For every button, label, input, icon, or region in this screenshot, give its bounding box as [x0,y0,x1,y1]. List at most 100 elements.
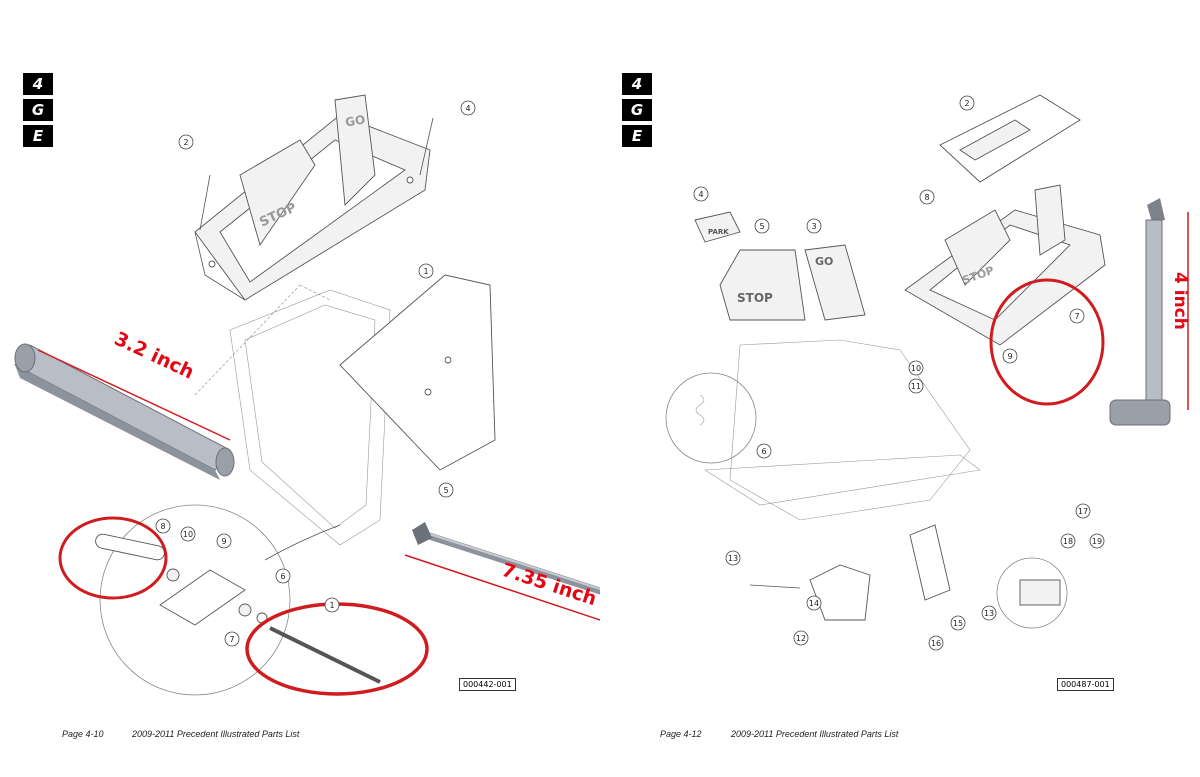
footer-title: 2009-2011 Precedent Illustrated Parts Li… [731,729,899,739]
figure-number: 000487-001 [1057,678,1114,691]
stop-pad: STOP [719,249,806,321]
svg-text:12: 12 [796,634,806,643]
callout-4: 4 [693,186,709,202]
right-exploded-diagram: STOP PARK STOP GO [665,94,1190,651]
svg-text:9: 9 [1007,352,1012,361]
svg-text:STOP: STOP [737,291,773,305]
svg-text:8: 8 [924,193,929,202]
spring-assembly [909,524,951,601]
footer-page-number: Page 4-12 [660,729,702,739]
pedal-frame [194,284,391,546]
svg-text:GO: GO [815,255,833,268]
svg-text:13: 13 [984,609,994,618]
callout-13-lower: 13 [981,605,997,621]
callout-9: 9 [1002,348,1018,364]
callout-6: 6 [756,443,772,459]
screw-4 [419,117,434,176]
pedal-housing [194,94,431,301]
callout-18: 18 [1060,533,1076,549]
callout-1: 1 [418,263,434,279]
callout-14: 14 [806,595,822,611]
section-tab-e: E [622,125,652,147]
latch-assembly [809,564,871,621]
footer-title: 2009-2011 Precedent Illustrated Parts Li… [132,729,300,739]
svg-text:2: 2 [183,138,188,147]
section-tab-e: E [23,125,53,147]
callout-13: 13 [725,550,741,566]
svg-text:1: 1 [329,601,334,610]
svg-text:10: 10 [911,364,921,373]
callout-7: 7 [224,631,240,647]
callout-8: 8 [155,518,171,534]
svg-text:6: 6 [761,447,766,456]
go-pad: GO [804,244,866,321]
callout-10: 10 [180,526,196,542]
measure-label-bolt: 4 inch [1170,272,1190,330]
cover-plate [339,274,496,471]
callout-5: 5 [754,218,770,234]
screw-2 [199,174,211,231]
svg-text:4: 4 [698,190,703,199]
callout-2: 2 [959,95,975,111]
section-tab-4: 4 [23,73,53,95]
callout-1-lower: 1 [324,597,340,613]
section-tab-g: G [23,99,53,121]
svg-text:7: 7 [1074,312,1079,321]
callout-12: 12 [793,630,809,646]
callout-15: 15 [950,615,966,631]
svg-text:3: 3 [811,222,816,231]
section-tab-4: 4 [622,73,652,95]
right-page: 4 G E STOP PARK STOP GO [600,0,1200,777]
callout-5: 5 [438,482,454,498]
pivot-bracket [159,569,246,626]
svg-text:15: 15 [953,619,963,628]
svg-text:18: 18 [1063,537,1073,546]
highlight-pin [58,516,168,600]
svg-text:1: 1 [423,267,428,276]
section-tab-g: G [622,99,652,121]
callout-4: 4 [460,100,476,116]
svg-text:5: 5 [443,486,448,495]
footer-page-number: Page 4-10 [62,729,104,739]
svg-text:4: 4 [465,104,470,113]
measure-arrow-long [404,554,600,621]
detail-zoom-switch [996,557,1068,629]
pedal-frame [704,339,981,621]
detail-zoom-circle [99,504,291,696]
svg-text:14: 14 [809,599,819,608]
callout-2: 2 [178,134,194,150]
callout-9: 9 [216,533,232,549]
callout-16: 16 [928,635,944,651]
svg-text:10: 10 [183,530,193,539]
svg-text:13: 13 [728,554,738,563]
rod-long-photo [412,522,600,595]
pedal-housing [904,184,1106,346]
bolt-photo [1109,198,1171,426]
left-page: 4 G E STOP GO [14,73,600,739]
rod-short-photo [14,343,235,480]
callout-17: 17 [1075,503,1091,519]
measure-arrow-short [37,349,231,441]
svg-text:6: 6 [280,572,285,581]
svg-text:5: 5 [759,222,764,231]
svg-text:2: 2 [964,99,969,108]
measure-label-short: 3.2 inch [111,328,197,384]
park-pad: PARK [694,211,741,243]
svg-text:11: 11 [911,382,921,391]
callout-19: 19 [1089,533,1105,549]
svg-text:7: 7 [229,635,234,644]
callout-10: 10 [908,360,924,376]
go-pedal-label: GO [344,112,366,129]
figure-number: 000442-001 [459,678,516,691]
highlight-rod [245,602,429,696]
svg-text:8: 8 [160,522,165,531]
svg-text:9: 9 [221,537,226,546]
callout-11: 11 [908,378,924,394]
svg-text:16: 16 [931,639,941,648]
callout-6: 6 [275,568,291,584]
svg-text:PARK: PARK [708,228,729,236]
callout-3: 3 [806,218,822,234]
highlight-bolt [989,278,1105,406]
detail-zoom-spring [665,372,757,464]
callout-8: 8 [919,189,935,205]
